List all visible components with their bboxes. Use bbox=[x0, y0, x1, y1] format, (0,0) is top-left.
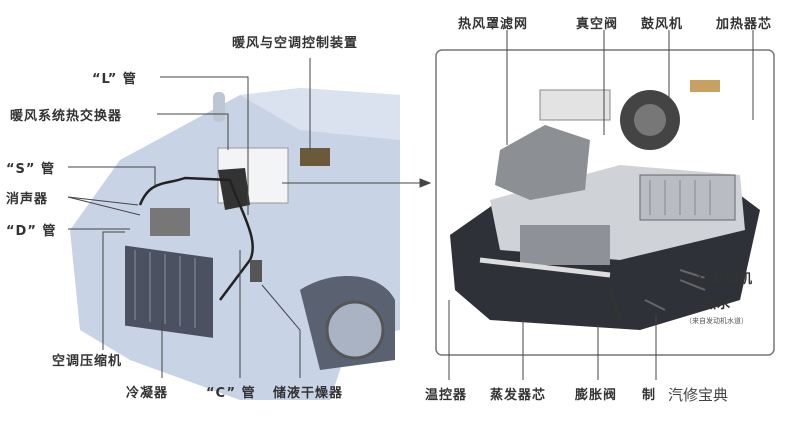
label-expansion-valve: 膨胀阀 bbox=[575, 388, 618, 403]
label-vacuum-valve: 真空阀 bbox=[576, 17, 619, 32]
label-refrigerant: 制 bbox=[642, 388, 657, 403]
label-compressor: 空调压缩机 bbox=[52, 354, 123, 369]
label-hot-water: 热水 bbox=[703, 297, 732, 312]
label-thermostat: 温控器 bbox=[425, 388, 468, 403]
label-heater-core: 加热器芯 bbox=[716, 17, 773, 32]
label-receiver-drier: 储液干燥器 bbox=[273, 386, 344, 401]
left-leader-lines bbox=[67, 58, 432, 378]
car-illustration bbox=[70, 88, 400, 400]
label-s-pipe: “S” 管 bbox=[6, 162, 55, 177]
label-c-pipe: “C” 管 bbox=[206, 386, 256, 401]
label-to-engine: 往发动机 bbox=[697, 272, 754, 287]
label-heater-exchanger: 暖风系统热交换器 bbox=[10, 109, 123, 124]
label-d-pipe: “D” 管 bbox=[6, 224, 57, 239]
label-filter: 热风罩滤网 bbox=[458, 17, 529, 32]
label-blower: 鼓风机 bbox=[641, 17, 684, 32]
label-control-unit: 暖风与空调控制装置 bbox=[232, 36, 359, 51]
label-muffler: 消声器 bbox=[6, 192, 49, 207]
hvac-unit-illustration bbox=[450, 80, 760, 330]
label-l-pipe: “L” 管 bbox=[92, 72, 137, 87]
watermark: 汽修宝典 bbox=[668, 386, 729, 404]
right-leader-lines bbox=[448, 30, 754, 380]
label-evaporator: 蒸发器芯 bbox=[490, 388, 547, 403]
label-condenser: 冷凝器 bbox=[126, 386, 169, 401]
label-hot-water-note: （来自发动机水道） bbox=[685, 317, 748, 325]
